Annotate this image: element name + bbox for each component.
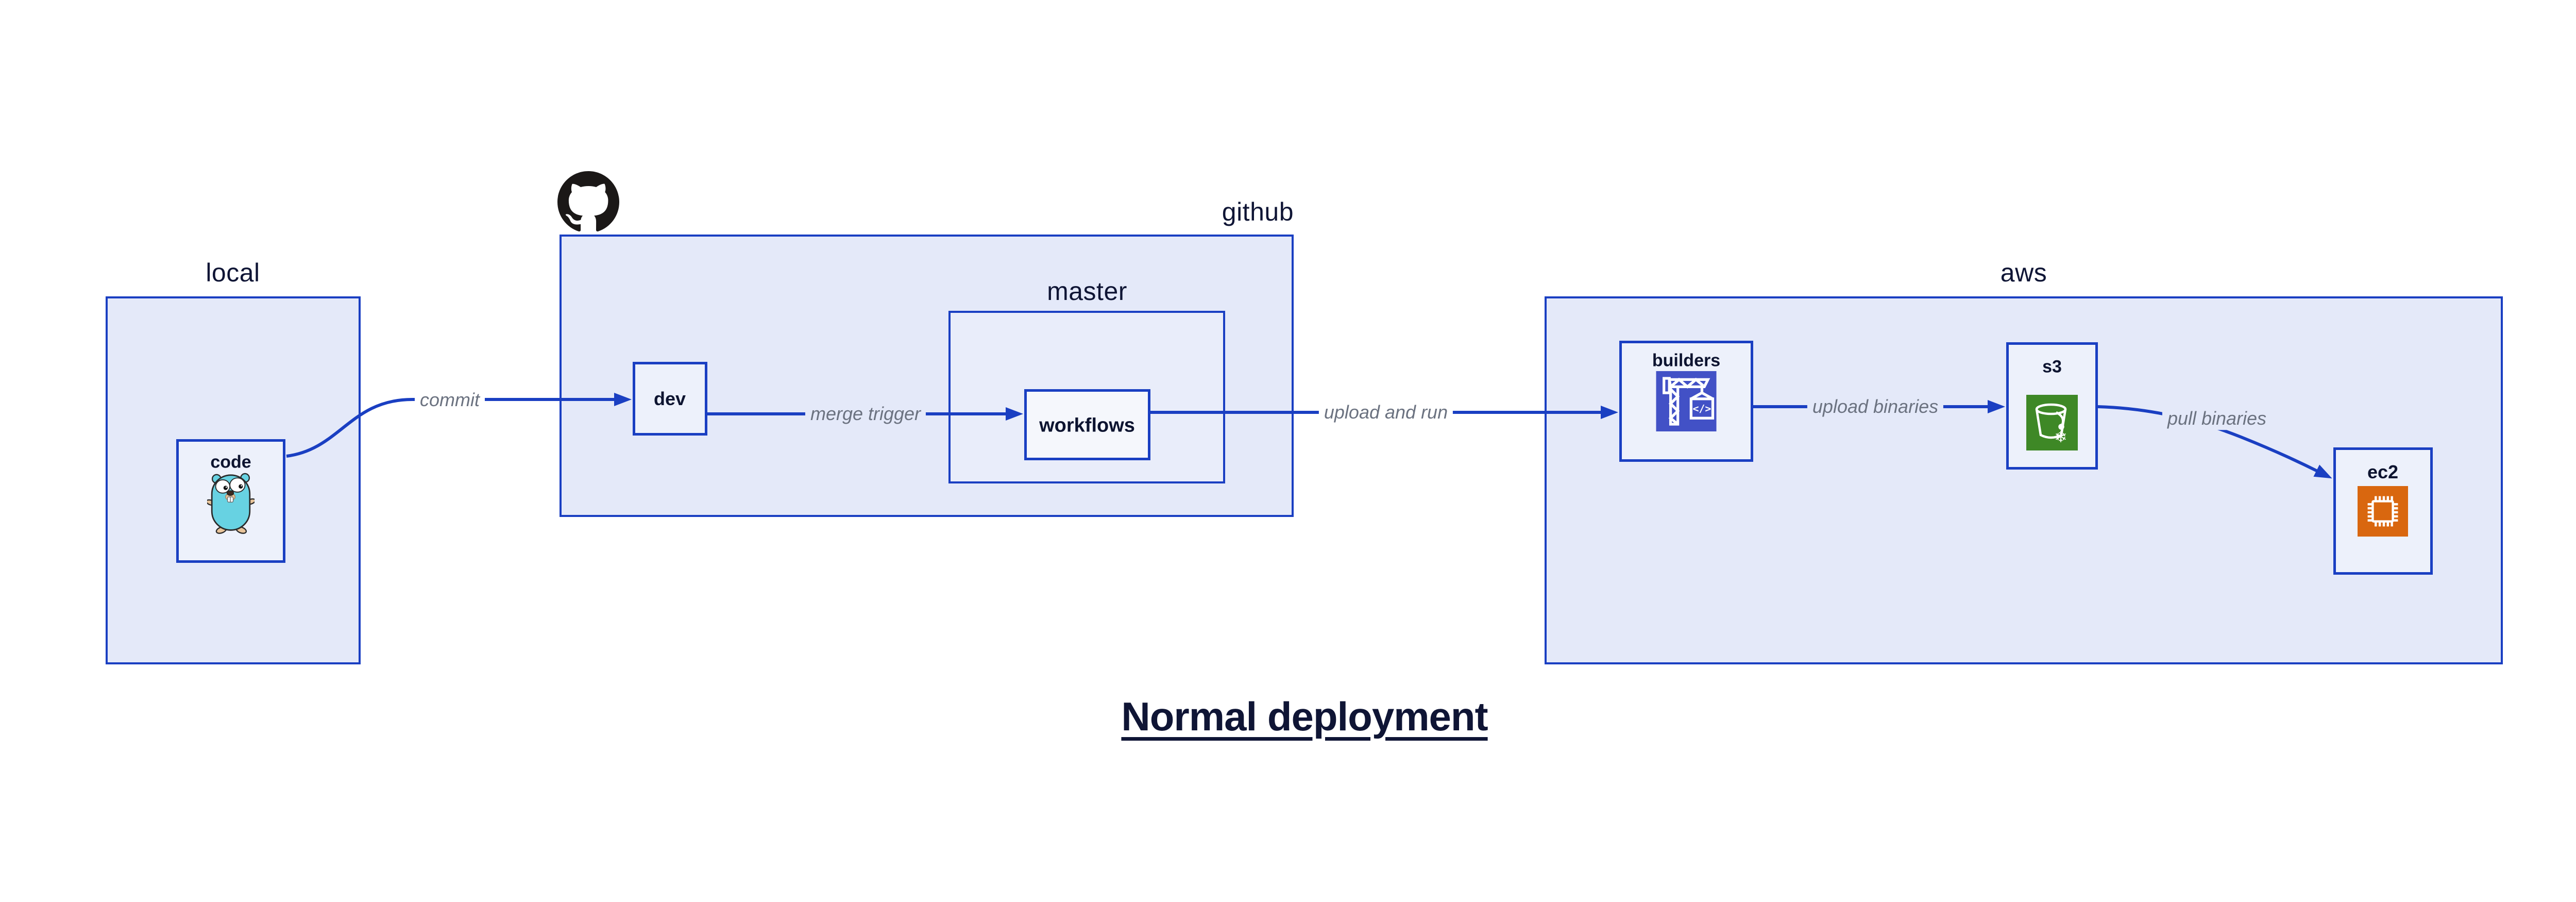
node-label-ec2: ec2 xyxy=(2367,461,2399,482)
node-label-dev: dev xyxy=(653,388,686,409)
edge-label-commit: commit xyxy=(415,389,485,411)
svg-text:❄: ❄ xyxy=(2054,428,2067,446)
svg-text:</>: </> xyxy=(1692,403,1711,415)
aws-ec2-icon xyxy=(2358,486,2408,537)
github-octocat-icon xyxy=(557,171,619,231)
node-label-s3: s3 xyxy=(2042,357,2062,377)
group-label-aws: aws xyxy=(2000,258,2047,287)
group-label-master: master xyxy=(1047,277,1127,306)
aws-s3-glacier-icon: ❄ xyxy=(2026,395,2078,450)
go-gopher-icon xyxy=(207,473,255,534)
edge-label-upload-binaries: upload binaries xyxy=(1807,395,1944,418)
group-label-local: local xyxy=(206,258,260,287)
node-label-code: code xyxy=(210,452,251,472)
diagram-title: Normal deployment xyxy=(1121,694,1488,739)
node-builders xyxy=(1619,341,1753,462)
group-label-github: github xyxy=(1222,197,1294,226)
node-label-workflows: workflows xyxy=(1039,414,1135,437)
node-workflows xyxy=(1024,389,1150,460)
edge-commit-arrow xyxy=(286,393,632,458)
node-dev xyxy=(633,362,707,436)
node-label-builders: builders xyxy=(1652,350,1721,371)
edge-label-merge-trigger: merge trigger xyxy=(805,403,926,425)
aws-codebuild-icon: </> xyxy=(1656,371,1717,431)
edge-pull-binaries-arrow xyxy=(2097,405,2332,479)
edge-label-pull-binaries: pull binaries xyxy=(2162,407,2272,430)
edge-label-upload-and-run: upload and run xyxy=(1318,401,1453,424)
